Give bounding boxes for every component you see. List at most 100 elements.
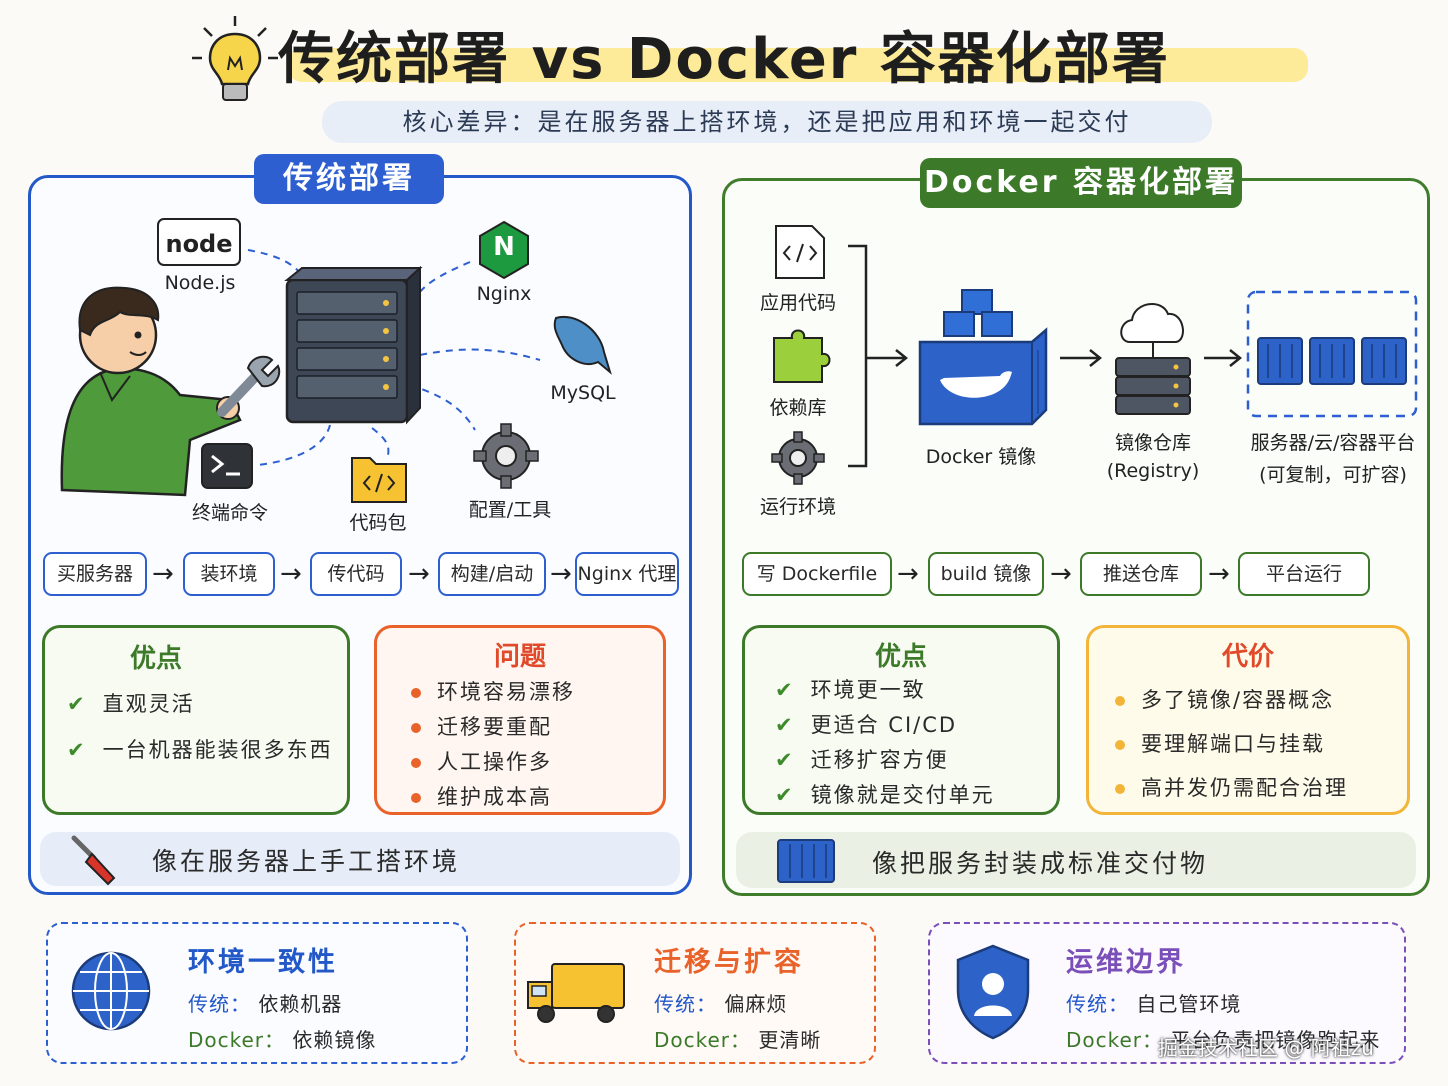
bullet-dot [411, 688, 421, 698]
traditional-value: 偏麻烦 [724, 992, 788, 1016]
migration-card: 迁移与扩容 传统： 偏麻烦 Docker： 更清晰 [514, 922, 876, 1064]
trad-con-item: 迁移要重配 [437, 715, 552, 739]
docker-pro-item: 更适合 CI/CD [810, 713, 958, 737]
server-icon [284, 265, 423, 425]
input-label: 依赖库 [769, 397, 827, 419]
mysql-label: MySQL [550, 382, 616, 404]
page-title: 传统部署 vs Docker 容器化部署 [278, 27, 1170, 92]
traditional-value: 依赖机器 [258, 992, 343, 1016]
migration-title: 迁移与扩容 [654, 947, 804, 978]
code-folder-icon [351, 457, 407, 503]
check-icon: ✔ [775, 678, 795, 702]
code-file-icon [775, 225, 825, 279]
docker-pro-item: 环境更一致 [810, 678, 926, 702]
wrench-icon [217, 355, 281, 417]
docker-value: 平台负责把镜像跑起来 [1170, 1028, 1381, 1052]
check-icon: ✔ [775, 713, 795, 737]
trad-cons-title: 问题 [493, 642, 546, 672]
node-logo-text: node [165, 230, 233, 258]
mysql-icon [553, 315, 612, 375]
trad-pros-title: 优点 [129, 644, 182, 674]
page-subtitle: 核心差异：是在服务器上搭环境，还是把应用和环境一起交付 [322, 101, 1212, 143]
terminal-icon [201, 443, 253, 489]
check-icon: ✔ [67, 692, 87, 716]
input-label: 应用代码 [759, 292, 836, 314]
screwdriver-icon [71, 835, 116, 886]
shield-user-icon [956, 944, 1030, 1040]
title-highlight [288, 48, 1308, 82]
docker-step-build: build 镜像 [928, 552, 1044, 596]
node-label: Node.js [164, 272, 236, 294]
registry-icon [1115, 303, 1191, 415]
docker-key: Docker： [654, 1028, 752, 1052]
config-label: 配置/工具 [468, 499, 552, 521]
trad-con-item: 人工操作多 [437, 750, 552, 774]
trad-pro-item: 直观灵活 [102, 692, 195, 716]
traditional-value: 自己管环境 [1136, 992, 1242, 1016]
traditional-tag: 传统部署 [254, 154, 444, 204]
ops-card: 运维边界 传统： 自己管环境 Docker： 平台负责把镜像跑起来 [928, 922, 1406, 1064]
docker-cost-item: 要理解端口与挂载 [1141, 732, 1325, 756]
nginx-logo-text: N [493, 232, 515, 262]
gear-icon [473, 423, 539, 489]
trad-step-code: 传代码 [310, 552, 402, 596]
trad-con-item: 维护成本高 [437, 785, 552, 809]
trad-step-build: 构建/启动 [438, 552, 546, 596]
trad-cons-box: 问题 环境容易漂移 迁移要重配 人工操作多 维护成本高 [374, 625, 666, 815]
consistency-card: 环境一致性 传统： 依赖机器 Docker： 依赖镜像 [46, 922, 468, 1064]
docker-pros-title: 优点 [874, 642, 927, 672]
arrow-icon: → [1050, 559, 1072, 589]
truck-icon [527, 963, 625, 1023]
traditional-key: 传统： [1066, 992, 1129, 1016]
ops-title: 运维边界 [1066, 947, 1186, 978]
arrow-icon: → [1208, 559, 1230, 589]
trad-con-item: 环境容易漂移 [437, 680, 575, 704]
docker-pro-item: 迁移扩容方便 [810, 748, 949, 772]
lightbulb-icon [192, 16, 278, 101]
container-icon [777, 839, 835, 883]
docker-banner: 像把服务封装成标准交付物 [736, 832, 1416, 888]
docker-cost-item: 高并发仍需配合治理 [1141, 776, 1348, 800]
platform-sublabel: (可复制，可扩容) [1259, 464, 1407, 486]
arrow-icon: → [280, 559, 302, 589]
check-icon: ✔ [775, 748, 795, 772]
docker-cost-box: 代价 多了镜像/容器概念 要理解端口与挂载 高并发仍需配合治理 [1086, 625, 1410, 815]
arrow-icon: → [550, 559, 572, 589]
registry-label: 镜像仓库 [1114, 432, 1191, 454]
docker-pro-item: 镜像就是交付单元 [810, 783, 995, 807]
trad-step-env: 装环境 [183, 552, 275, 596]
registry-sublabel: (Registry) [1106, 460, 1200, 482]
nginx-icon [479, 220, 529, 280]
traditional-key: 传统： [654, 992, 717, 1016]
check-icon: ✔ [67, 738, 87, 762]
docker-cost-title: 代价 [1221, 642, 1274, 672]
node-logo-icon [157, 218, 241, 266]
platform-frame [1246, 290, 1418, 418]
trad-banner: 像在服务器上手工搭环境 [40, 832, 680, 886]
terminal-label: 终端命令 [191, 502, 268, 524]
bullet-dot [1115, 784, 1125, 794]
bullet-dot [1115, 740, 1125, 750]
bullet-dot [411, 793, 421, 803]
gear-icon [771, 431, 825, 485]
docker-step-push: 推送仓库 [1080, 552, 1202, 596]
consistency-title: 环境一致性 [188, 947, 338, 978]
trad-pros-box: 优点 ✔ 直观灵活 ✔ 一台机器能装很多东西 [42, 625, 350, 815]
docker-key: Docker： [1066, 1028, 1164, 1052]
watermark: 掘金技术社区 @ 阿祖zu [1158, 1036, 1374, 1060]
input-label: 运行环境 [759, 496, 836, 518]
docker-tag: Docker 容器化部署 [920, 158, 1242, 208]
platform-label: 服务器/云/容器平台 [1250, 432, 1416, 454]
docker-cost-item: 多了镜像/容器概念 [1141, 688, 1335, 712]
docker-pros-box: 优点 ✔ 环境更一致 ✔ 更适合 CI/CD ✔ 迁移扩容方便 ✔ 镜像就是交付单元 [742, 625, 1060, 815]
nginx-label: Nginx [476, 283, 532, 305]
trad-banner-text: 像在服务器上手工搭环境 [152, 847, 461, 876]
check-icon: ✔ [775, 783, 795, 807]
bullet-dot [411, 723, 421, 733]
docker-step-run: 平台运行 [1238, 552, 1370, 596]
docker-key: Docker： [188, 1028, 286, 1052]
trad-pro-item: 一台机器能装很多东西 [102, 738, 333, 762]
docker-value: 依赖镜像 [292, 1028, 377, 1052]
docker-value: 更清晰 [758, 1028, 822, 1052]
